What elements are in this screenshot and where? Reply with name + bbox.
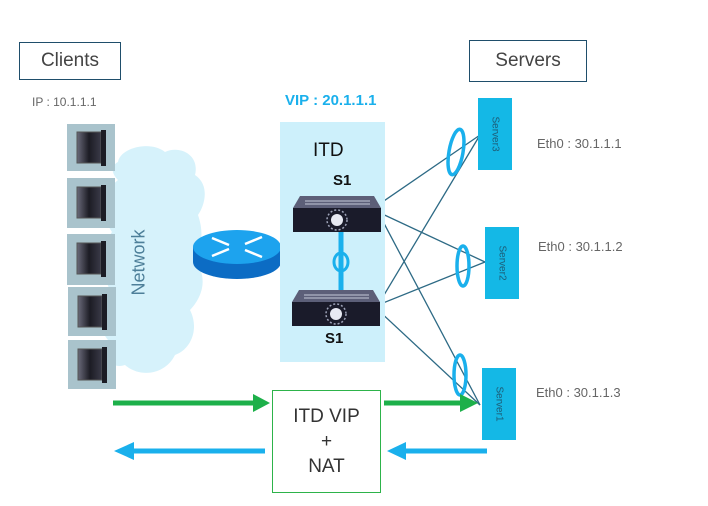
switch-bottom-icon: [292, 290, 380, 326]
switch-top-icon: [293, 196, 381, 232]
client-computer-icon: [67, 124, 115, 171]
client-computer-icon: [67, 234, 115, 285]
clients-label-text: Clients: [40, 50, 100, 71]
request-arrow-client-to-nat: [113, 394, 270, 412]
response-arrow-nat-to-client: [114, 442, 265, 460]
server1-eth: Eth0 : 30.1.1.3: [536, 385, 621, 400]
link-s1bot-server3: [377, 134, 481, 306]
link-s1top-server1: [377, 211, 481, 406]
nat-line3: NAT: [308, 456, 345, 477]
itd-title: ITD: [313, 140, 344, 161]
response-arrow-server-to-nat: [387, 442, 487, 460]
port-channel-server3-icon: [446, 127, 466, 177]
port-channel-server2-icon: [455, 244, 471, 288]
link-s1bot-server2: [377, 261, 486, 306]
clients-label: Clients: [19, 42, 121, 80]
cloud-icon: [100, 146, 205, 373]
nat-line1: ITD VIP: [293, 406, 360, 427]
servers-label-text: Servers: [495, 50, 561, 71]
itd-vip: VIP : 20.1.1.1: [285, 92, 377, 109]
request-arrow-nat-to-server: [384, 394, 478, 412]
server2: Server2: [485, 227, 519, 299]
client-computer-icon: [68, 287, 116, 336]
nat-line2: +: [320, 431, 333, 452]
server1: Server1: [482, 368, 516, 440]
switch-top-label: S1: [333, 172, 352, 189]
server2-eth: Eth0 : 30.1.1.2: [538, 239, 623, 254]
server3-eth: Eth0 : 30.1.1.1: [537, 136, 622, 151]
client-ip: IP : 10.1.1.1: [32, 95, 97, 109]
client-computer-icon: [67, 178, 115, 228]
server3: Server3: [478, 98, 512, 170]
vpc-peer-link-icon: [332, 251, 350, 273]
servers-label: Servers: [469, 40, 587, 82]
client-computer-icon: [68, 340, 116, 389]
router-icon: [193, 230, 281, 279]
switch-bottom-label: S1: [325, 330, 344, 347]
itd-vip-nat-box: ITD VIP + NAT: [272, 390, 381, 493]
